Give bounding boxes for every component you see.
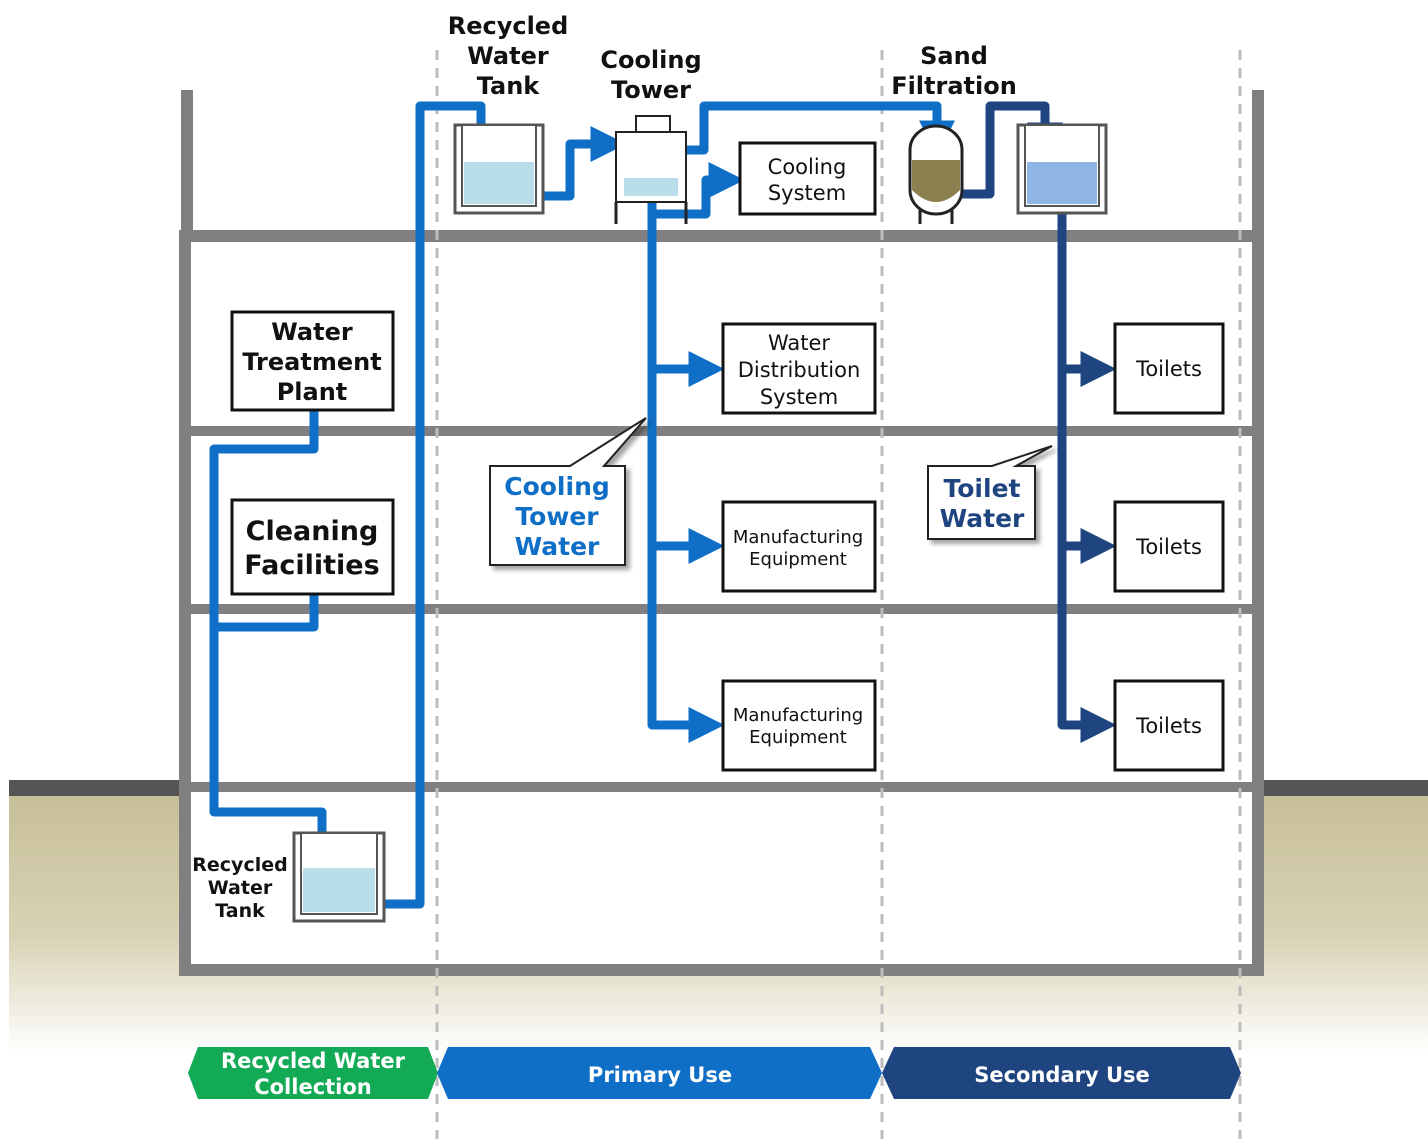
recycled-water-tank-top: [453, 123, 545, 215]
cleaning-facilities-box: [230, 498, 395, 596]
cooling-tower: [614, 115, 688, 224]
equipment-boxes: [230, 141, 1225, 772]
toilet-water-tank: [1016, 123, 1108, 215]
banner-recycled-water-collection: [188, 1047, 438, 1099]
building-structure: [179, 90, 1264, 976]
pipe-cleaning-to-collection: [214, 594, 319, 632]
banner-primary-use: [437, 1047, 882, 1099]
label-toilets-1: Toilets: [1135, 357, 1202, 381]
callout-cooling-tower-water: [489, 417, 647, 566]
water-treatment-plant-box: [230, 310, 395, 412]
section-dividers: [435, 50, 1242, 1139]
label-banner-primary-use: Primary Use: [588, 1063, 732, 1087]
pipe-tank-down: [1057, 200, 1117, 743]
callout-toilet-water: [927, 445, 1053, 540]
manufacturing-box-1: [721, 500, 877, 593]
water-distribution-box: [721, 322, 877, 415]
toilets-box-3: [1113, 679, 1225, 772]
manufacturing-box-2: [721, 679, 877, 772]
pipe-tower-down: [647, 196, 725, 743]
toilets-box-2: [1113, 500, 1225, 593]
cooling-system-box: [738, 141, 877, 216]
toilets-box-1: [1113, 322, 1225, 415]
pipe-to-cooling-system: [652, 162, 745, 219]
pipe-tank-to-tower: [533, 126, 627, 201]
label-toilets-3: Toilets: [1135, 714, 1202, 738]
pipe-sand-to-tank: [960, 101, 1063, 199]
recycled-water-tank-bottom: [292, 831, 386, 923]
pipe-bottom-tank-to-top-tank: [372, 101, 499, 909]
banners: [188, 1047, 1241, 1099]
label-banner-secondary-use: Secondary Use: [974, 1063, 1150, 1087]
primary-pipes: [209, 101, 955, 909]
label-toilets-2: Toilets: [1135, 535, 1202, 559]
banner-secondary-use: [882, 1047, 1241, 1099]
sand-filtration-vessel: [908, 124, 964, 224]
secondary-pipes: [960, 101, 1117, 743]
pipe-tower-to-sand: [676, 101, 955, 157]
